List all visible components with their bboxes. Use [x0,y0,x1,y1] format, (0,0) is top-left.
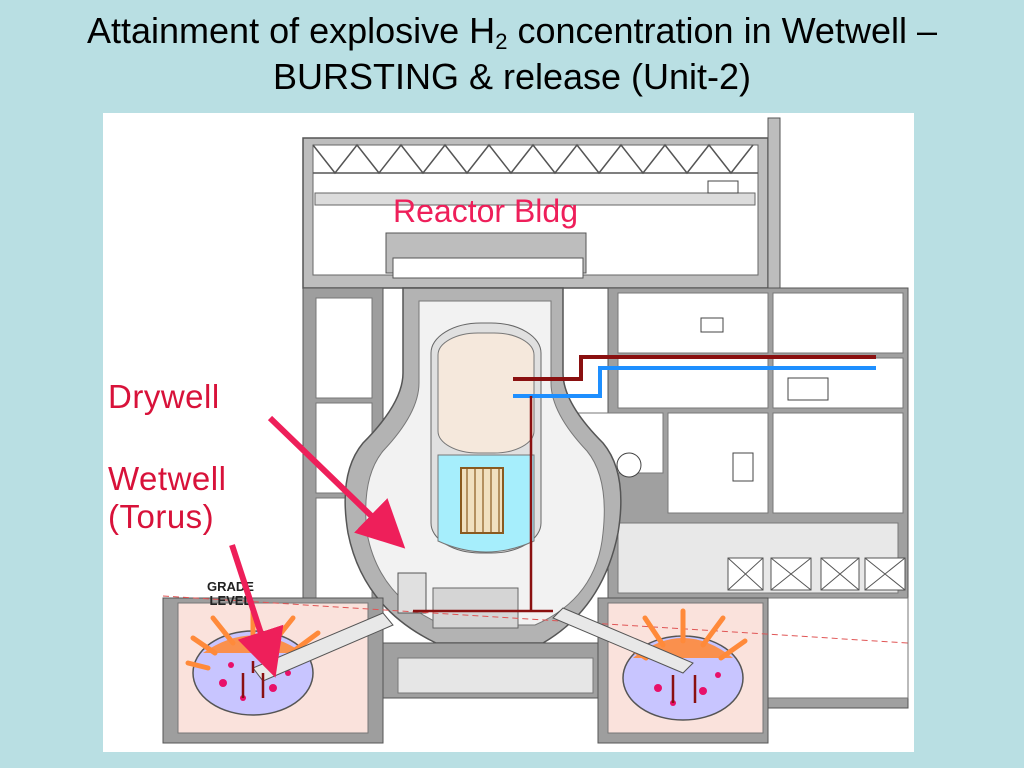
title-line-1: Attainment of explosive H2 concentration… [86,10,937,54]
drywell-callout: Drywell [108,378,220,415]
grade-level-label: GRADE LEVEL [207,580,254,608]
title-subscript: 2 [495,29,508,54]
torus-label: (Torus) [108,498,215,535]
right-torus [552,607,748,721]
grade-label-line-2: LEVEL [209,593,252,608]
reactor-bldg-label: Reactor Bldg [393,193,578,229]
process-lines [413,355,876,613]
title-text-pre: Attainment of explosive H [86,10,496,51]
title-text-post: concentration in Wetwell – [507,10,937,51]
grade-label-line-1: GRADE [207,579,254,594]
slide-title: Attainment of explosive H2 concentration… [0,8,1024,100]
wetwell-label: Wetwell [108,460,227,497]
equipment-crates [727,557,906,591]
wetwell-callout: Wetwell (Torus) [108,460,226,536]
reactor-diagram-svg [162,117,909,744]
reactor-building-diagram: Reactor Bldg GRADE LEVEL [103,113,914,752]
title-line-2: BURSTING & release (Unit-2) [272,56,752,97]
reactor-shield [344,232,622,699]
